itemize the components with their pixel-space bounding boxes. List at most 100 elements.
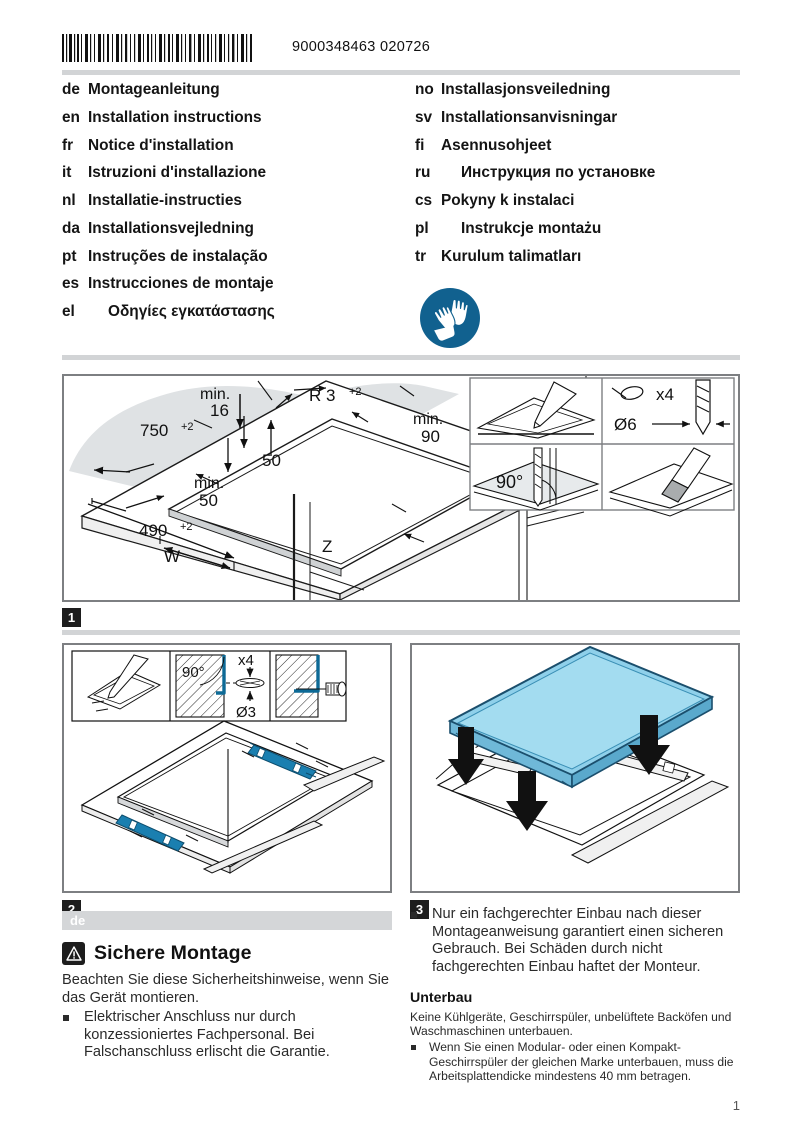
svg-text:min.: min. xyxy=(413,411,443,428)
language-title: Instrucciones de montaje xyxy=(88,275,274,293)
svg-text:+2: +2 xyxy=(181,421,194,433)
language-code: cs xyxy=(415,192,433,210)
list-item: Wenn Sie einen Modular- oder einen Kompa… xyxy=(410,1040,748,1083)
language-title: Instrukcje montażu xyxy=(461,219,602,237)
figure-2-insets: 90° x4 Ø3 xyxy=(71,650,347,722)
language-title: Notice d'installation xyxy=(88,136,234,154)
svg-text:490: 490 xyxy=(139,521,167,540)
header-divider xyxy=(62,70,740,75)
language-entry-cs: cs Pokyny k instalaci xyxy=(415,192,745,210)
language-entry-es: es Instrucciones de montaje xyxy=(62,276,392,292)
svg-text:+2: +2 xyxy=(349,386,362,398)
barcode-icon xyxy=(62,34,252,62)
language-code: da xyxy=(62,219,80,237)
language-title: Installatie-instructies xyxy=(88,192,242,210)
language-code: el xyxy=(62,303,75,321)
safety-bullet-list-left: Elektrischer Anschluss nur durch konzess… xyxy=(62,1009,394,1062)
language-title: Инструкция по установке xyxy=(461,164,656,182)
list-item: Elektrischer Anschluss nur durch konzess… xyxy=(62,1009,394,1062)
svg-text:x4: x4 xyxy=(238,652,254,669)
language-entry-fi: fi Asennusohjeet xyxy=(415,136,745,154)
section-divider xyxy=(62,355,740,360)
safety-heading: Sichere Montage xyxy=(62,942,252,965)
language-code: pt xyxy=(62,247,77,265)
language-code: es xyxy=(62,275,80,293)
warning-triangle-icon xyxy=(62,942,85,965)
language-code: pl xyxy=(415,219,429,237)
svg-text:+2: +2 xyxy=(180,521,193,533)
svg-text:50: 50 xyxy=(262,451,281,470)
language-title: Installationsanvisningar xyxy=(441,108,618,126)
language-code: sv xyxy=(415,108,433,126)
language-code: en xyxy=(62,108,80,126)
figure-1-worktop-cutout: min. 16 750 +2 R 3 +2 min. 90 50 min. 50… xyxy=(62,374,740,602)
safety-text-right-column: Nur ein fachgerechter Einbau nach dieser… xyxy=(410,906,748,1085)
language-entry-no: no Installasjonsveiledning xyxy=(415,81,745,98)
language-entry-pt: pt Instruções de instalação xyxy=(62,247,392,265)
language-entry-en: en Installation instructions xyxy=(62,108,392,126)
figure-1-insets: x4 Ø6 90° xyxy=(469,377,735,517)
warning-triangle-glyph xyxy=(65,946,82,961)
figure-2-mounting-brackets: 90° x4 Ø3 xyxy=(62,643,392,893)
protective-gloves-icon xyxy=(420,288,480,348)
figure-3-insert-hob xyxy=(410,643,740,893)
figure-1-badge: 1 xyxy=(62,608,81,627)
language-title: Asennusohjeet xyxy=(441,136,552,154)
safety-intro-text: Beachten Sie diese Sicherheitshinweise, … xyxy=(62,972,389,1006)
language-title: Kurulum talimatları xyxy=(441,247,582,265)
language-entry-fr: fr Notice d'installation xyxy=(62,136,392,154)
figure-2-drawing: 90° x4 Ø3 xyxy=(71,650,386,874)
language-title: Installasjonsveiledning xyxy=(441,81,611,98)
svg-text:90: 90 xyxy=(421,427,440,446)
language-entry-ru: ru Инструкция по установке xyxy=(415,165,745,181)
svg-text:90°: 90° xyxy=(182,664,205,681)
language-entry-it: it Istruzioni d'installazione xyxy=(62,165,392,181)
language-code-label: de xyxy=(70,913,86,928)
figure-3-drawing xyxy=(435,645,730,864)
svg-text:min.: min. xyxy=(200,386,230,403)
language-section-tag: de xyxy=(62,911,392,930)
language-code: ru xyxy=(415,164,431,182)
subsection-heading: Unterbau xyxy=(410,990,473,1007)
safety-bullet-list-right: Nur ein fachgerechter Einbau nach dieser… xyxy=(410,906,748,976)
language-code: fr xyxy=(62,136,74,154)
svg-text:R 3: R 3 xyxy=(309,386,335,405)
svg-text:Ø6: Ø6 xyxy=(614,415,637,434)
safety-text-left-column: Beachten Sie diese Sicherheitshinweise, … xyxy=(62,972,394,1065)
language-title: Οδηγίες εγκατάστασης xyxy=(108,303,275,321)
svg-text:Ø3: Ø3 xyxy=(236,704,256,721)
language-title: Istruzioni d'installazione xyxy=(88,164,267,182)
svg-text:W: W xyxy=(164,547,180,566)
language-entry-pl: pl Instrukcje montażu xyxy=(415,219,745,237)
language-title: Pokyny k instalaci xyxy=(441,192,575,210)
language-title: Installation instructions xyxy=(88,108,262,126)
language-code: de xyxy=(62,81,80,98)
svg-text:90°: 90° xyxy=(496,472,523,492)
language-code: tr xyxy=(415,247,427,265)
language-title: Instruções de instalação xyxy=(88,247,268,265)
language-code: nl xyxy=(62,192,76,210)
language-entry-tr: tr Kurulum talimatları xyxy=(415,247,745,265)
document-number: 9000348463 020726 xyxy=(292,39,431,55)
svg-text:750: 750 xyxy=(140,421,168,440)
language-list-right: no Installasjonsveiledning sv Installations… xyxy=(415,81,745,276)
svg-text:min.: min. xyxy=(194,475,224,492)
language-entry-nl: nl Installatie-instructies xyxy=(62,192,392,210)
language-code: no xyxy=(415,81,434,98)
figure-1-drawing: min. 16 750 +2 R 3 +2 min. 90 50 min. 50… xyxy=(64,376,738,601)
svg-text:50: 50 xyxy=(199,491,218,510)
language-entry-el: el Οδηγίες εγκατάστασης xyxy=(62,303,392,321)
language-code: it xyxy=(62,164,72,182)
subsection-bullet-list: Wenn Sie einen Modular- oder einen Kompa… xyxy=(410,1040,748,1083)
svg-text:Z: Z xyxy=(322,537,332,556)
language-entry-sv: sv Installationsanvisningar xyxy=(415,108,745,126)
subsection-intro-text: Keine Kühlgeräte, Geschirrspüler, unbelü… xyxy=(410,1009,732,1039)
svg-text:x4: x4 xyxy=(656,385,674,404)
list-item: Nur ein fachgerechter Einbau nach dieser… xyxy=(410,906,748,976)
language-code: fi xyxy=(415,136,425,154)
document-header: 9000348463 020726 xyxy=(62,34,740,68)
svg-text:16: 16 xyxy=(210,401,229,420)
